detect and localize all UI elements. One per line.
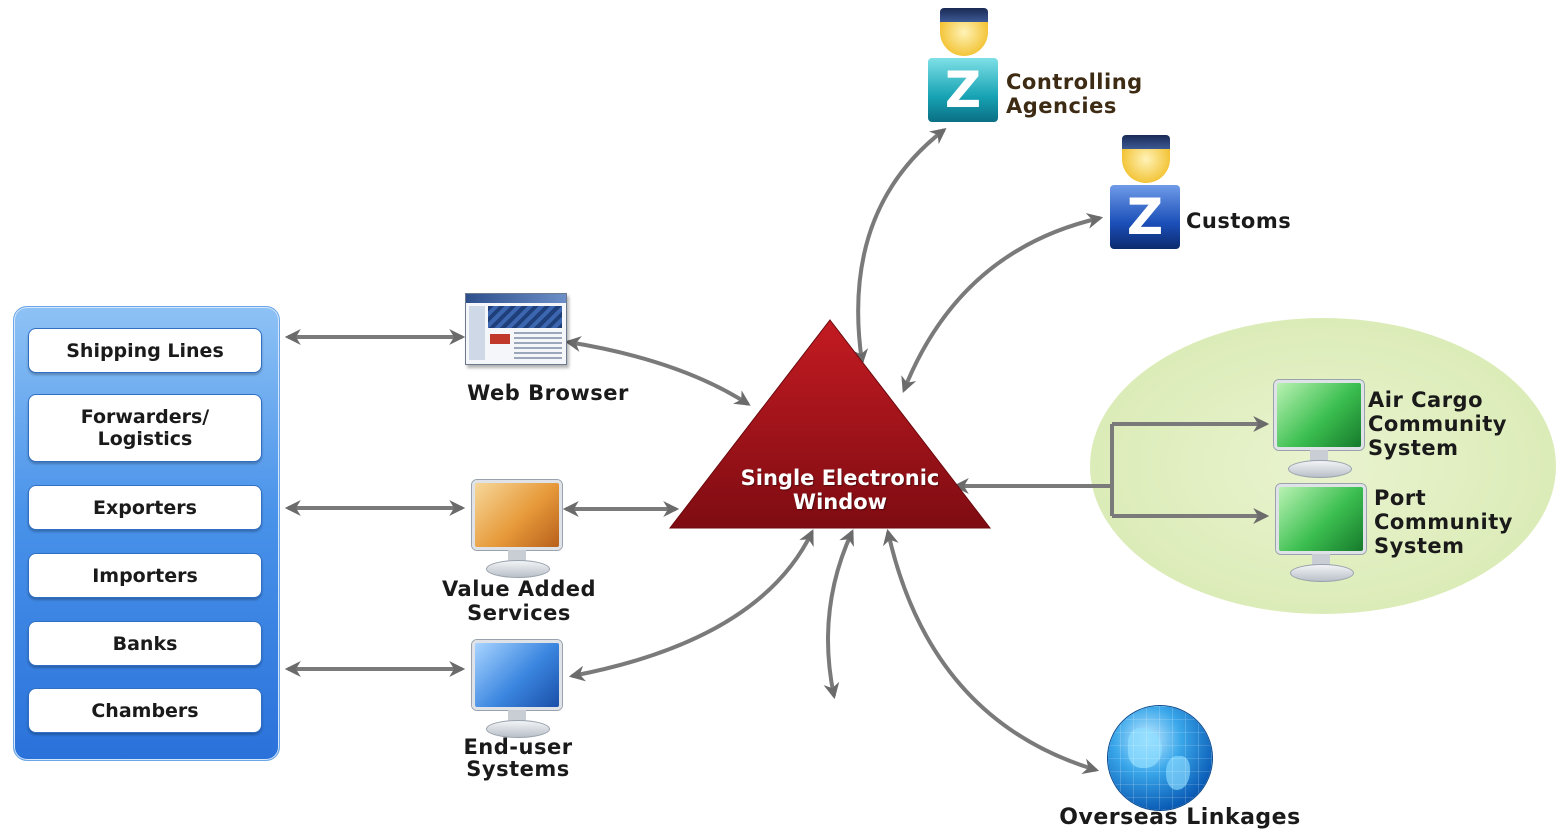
stakeholder-shipping-lines: Shipping Lines xyxy=(28,328,262,373)
stakeholder-panel: Shipping Lines Forwarders/ Logistics Exp… xyxy=(13,306,280,761)
value-added-monitor-icon xyxy=(472,480,562,580)
controlling-agencies-label: Controlling Agencies xyxy=(1006,70,1143,118)
value-added-label: Value Added Services xyxy=(441,577,597,625)
port-label: Port Community System xyxy=(1374,486,1513,558)
end-user-monitor-icon xyxy=(472,640,562,740)
arrow-sew-controlling xyxy=(852,128,947,366)
arrow-webbrowser-sew xyxy=(564,336,751,406)
officer-letter: Z xyxy=(944,61,982,119)
arrow-sew-customs xyxy=(901,213,1104,393)
customs-label: Customs xyxy=(1186,209,1292,233)
stakeholder-label: Banks xyxy=(112,632,178,655)
stakeholder-label: Chambers xyxy=(91,699,199,722)
officer-letter: Z xyxy=(1126,188,1164,246)
controlling-agencies-icon: Z xyxy=(928,8,1000,128)
stakeholder-label: Exporters xyxy=(93,496,197,519)
sew-text: Single Electronic Window xyxy=(740,466,940,514)
arrow-sew-down xyxy=(823,529,854,700)
overseas-linkages-label: Overseas Linkages xyxy=(1059,805,1301,830)
air-cargo-label: Air Cargo Community System xyxy=(1368,388,1507,460)
arrow-sew-overseas xyxy=(882,528,1100,774)
stakeholder-forwarders: Forwarders/ Logistics xyxy=(28,394,262,462)
stakeholder-importers: Importers xyxy=(28,553,262,598)
globe-icon xyxy=(1108,706,1212,810)
air-cargo-monitor-icon xyxy=(1274,380,1364,480)
stakeholder-label: Forwarders/ Logistics xyxy=(80,406,210,450)
arrow-enduser-sew xyxy=(568,529,814,682)
stakeholder-banks: Banks xyxy=(28,621,262,666)
end-user-label: End-user Systems xyxy=(463,735,573,781)
port-monitor-icon xyxy=(1276,484,1366,584)
stakeholder-chambers: Chambers xyxy=(28,688,262,733)
stakeholder-label: Importers xyxy=(92,564,198,587)
web-browser-label: Web Browser xyxy=(467,381,629,405)
stakeholder-label: Shipping Lines xyxy=(66,339,224,362)
web-browser-icon xyxy=(465,293,567,365)
stakeholder-exporters: Exporters xyxy=(28,485,262,530)
single-electronic-window-label: Single Electronic Window xyxy=(700,466,980,514)
customs-icon: Z xyxy=(1110,135,1182,255)
